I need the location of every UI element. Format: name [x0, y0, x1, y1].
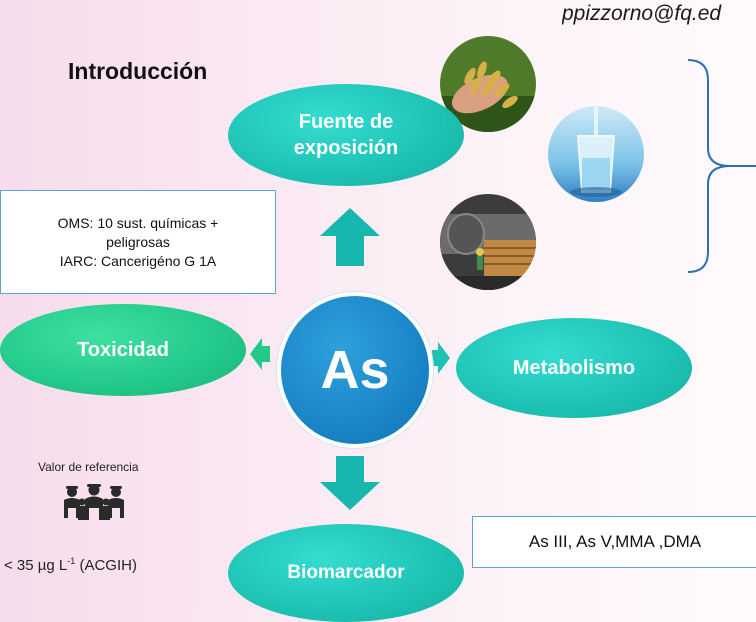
section-title: Introducción	[68, 58, 208, 84]
toxicity-info-line: IARC: Cancerigéno G 1A	[59, 252, 217, 269]
right-brace	[686, 58, 756, 279]
arsenic-center-node: As	[277, 292, 433, 448]
reference-value-label: Valor de referencia	[38, 460, 139, 474]
limit-exponent: -1	[67, 556, 76, 566]
node-toxicidad: Toxicidad	[0, 304, 246, 396]
workers-group-icon	[64, 484, 124, 520]
author-email: ppizzorno@fq.ed	[562, 2, 722, 25]
reference-limit: < 35 µg L-1 (ACGIH)	[4, 556, 137, 574]
node-label: Metabolismo	[512, 356, 636, 379]
node-fuente-de-exposicion: Fuente de exposición	[228, 84, 464, 186]
limit-source: (ACGIH)	[75, 557, 137, 574]
node-label: Toxicidad	[77, 338, 169, 361]
arrow-left-icon	[250, 338, 270, 370]
toxicity-info-line: OMS: 10 sust. químicas +	[57, 214, 219, 231]
arrow-up-icon	[320, 208, 380, 266]
water-glass-photo	[548, 106, 644, 202]
toxicity-info-box: OMS: 10 sust. químicas + peligrosas IARC…	[0, 190, 276, 294]
center-label: As	[320, 340, 390, 400]
node-biomarcador: Biomarcador	[228, 524, 464, 622]
limit-text: < 35 µg L	[4, 557, 68, 574]
arrow-down-icon	[320, 456, 380, 510]
industrial-kiln-photo	[440, 194, 536, 290]
node-metabolismo: Metabolismo	[456, 318, 692, 418]
toxicity-info-line: peligrosas	[106, 233, 170, 250]
biomarker-species-box: As III, As V,MMA ,DMA	[472, 516, 756, 568]
node-label: Biomarcador	[287, 562, 405, 583]
biomarker-species-text: As III, As V,MMA ,DMA	[528, 532, 702, 551]
arrow-right-icon	[432, 342, 450, 374]
node-label: Fuente de exposición	[293, 111, 399, 159]
